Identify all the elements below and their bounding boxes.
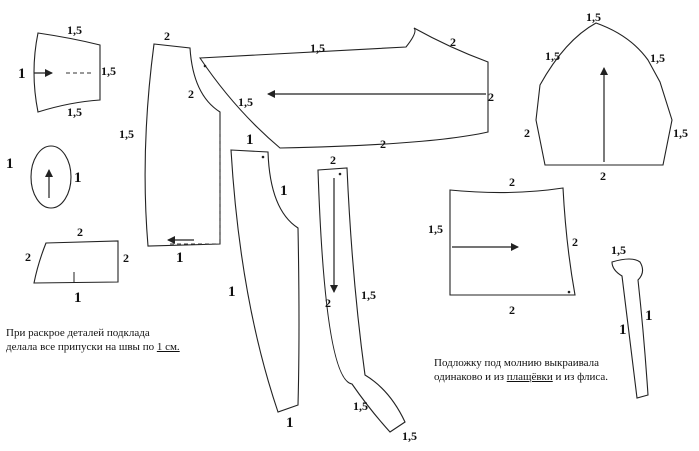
underlay-top-allowance: 1,5: [611, 243, 626, 257]
pocket-right-allowance: 2: [572, 235, 578, 249]
strip-notch-dot: [338, 172, 342, 176]
zipper-note-word: плащёвки: [506, 371, 553, 383]
front-top-allowance: 2: [164, 29, 170, 43]
zipper-note: Подложку под молнию выкраивала одинаково…: [434, 356, 608, 384]
zipper-note-line2-suffix: и из флиса.: [552, 371, 609, 383]
placket-notch-dot: [261, 155, 265, 159]
sleeve-cap-bottom-allowance: 2: [600, 169, 606, 183]
sleeve-cap-right-allowance: 1,5: [650, 51, 665, 65]
pocket-left-allowance: 1,5: [428, 222, 443, 236]
oval-right-allowance: 1: [74, 170, 82, 186]
lining-note-value: 1 см.: [156, 341, 180, 353]
oval-left-allowance: 1: [6, 156, 14, 172]
collar-top-allowance: 1,5: [67, 23, 82, 37]
lining-note: При раскрое деталей подклада делала все …: [6, 326, 180, 354]
strip-right-allowance: 1,5: [361, 288, 376, 302]
underlay-right-allowance: 1: [645, 308, 653, 324]
back-notch-dot: [203, 64, 207, 68]
back-top-allowance: 1,5: [310, 41, 325, 55]
front-panel-piece: 2 2 1,5 1: [119, 29, 221, 266]
sleeve-cap-piece: 1,5 1,5 1,5 2 1,5 2: [524, 10, 688, 183]
strip-low-left-allowance: 1,5: [353, 399, 368, 413]
cuff-right-allowance: 2: [123, 251, 129, 265]
underlay-left-allowance: 1: [619, 322, 627, 338]
lining-note-line1: При раскрое деталей подклада: [6, 327, 150, 339]
zipper-placket-piece: 1 1 1 1: [228, 132, 300, 431]
zipper-note-line2-prefix: одинаково и из: [434, 371, 507, 383]
front-bottom-allowance: 1: [176, 250, 184, 266]
side-strip-piece: 2 2 1,5 1,5 1,5: [317, 153, 417, 443]
pocket-notch-dot: [567, 290, 571, 294]
sleeve-cap-side-right-allowance: 1,5: [673, 126, 688, 140]
back-right-allowance: 2: [488, 90, 494, 104]
sleeve-cap-side-left-allowance: 2: [524, 126, 530, 140]
strip-left-allowance: 2: [325, 296, 331, 310]
collar-right-allowance: 1,5: [101, 64, 116, 78]
placket-bottom-allowance: 1: [286, 415, 294, 431]
collar-bottom-allowance: 1,5: [67, 105, 82, 119]
cuff-left-allowance: 2: [25, 250, 31, 264]
back-inner-allowance: 1,5: [238, 95, 253, 109]
strip-top-allowance: 2: [330, 153, 336, 167]
back-bottom-allowance: 2: [380, 137, 386, 151]
oval-piece: 1 1: [6, 145, 82, 209]
sleeve-cap-left-allowance: 1,5: [545, 49, 560, 63]
pocket-bottom-allowance: 2: [509, 303, 515, 317]
front-neck-allowance: 2: [188, 87, 194, 101]
placket-left-allowance: 1: [228, 284, 236, 300]
cuff-bottom-allowance: 1: [74, 290, 82, 306]
zipper-underlay-piece: 1,5 1 1: [611, 243, 653, 399]
zipper-note-line2: одинаково и из плащёвки и из флиса.: [434, 370, 608, 384]
pocket-piece: 2 1,5 2 2: [428, 175, 578, 317]
strip-bottom-allowance: 1,5: [402, 429, 417, 443]
back-shoulder-allowance: 2: [450, 35, 456, 49]
cuff-top-allowance: 2: [77, 225, 83, 239]
pocket-top-allowance: 2: [509, 175, 515, 189]
cuff-piece: 2 2 2 1: [25, 225, 129, 306]
zipper-note-line1: Подложку под молнию выкраивала: [434, 357, 600, 369]
lining-note-line2: делала все припуски на швы по 1 см.: [6, 340, 180, 354]
collar-piece: 1,5 1,5 1,5 1: [18, 23, 116, 119]
placket-right-allowance: 1: [280, 183, 288, 199]
lining-note-line2-prefix: делала все припуски на швы по: [6, 341, 157, 353]
sleeve-cap-top-allowance: 1,5: [586, 10, 601, 24]
front-left-allowance: 1,5: [119, 127, 134, 141]
back-panel-piece: 1,5 2 1,5 2 2: [199, 27, 494, 151]
placket-top-allowance: 1: [246, 132, 254, 148]
collar-left-allowance: 1: [18, 66, 26, 82]
